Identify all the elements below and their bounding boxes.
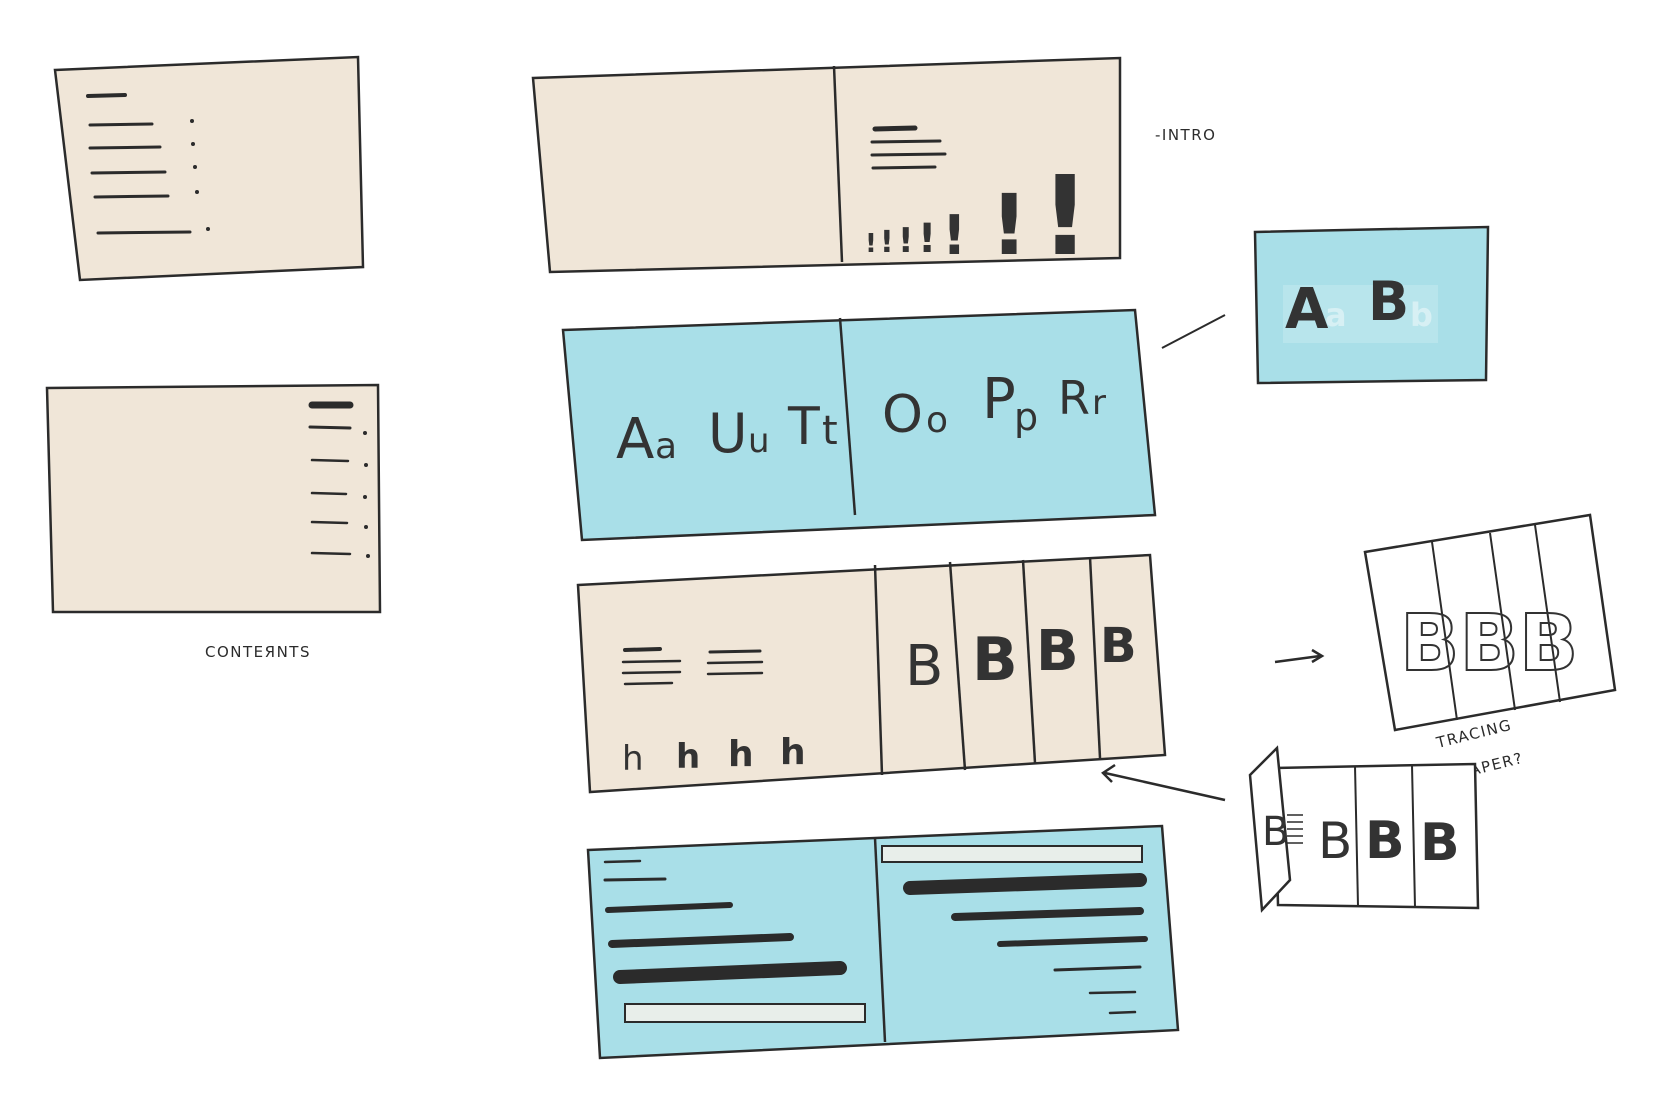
exclamation-5: ! <box>942 204 967 267</box>
arrow-to-weights <box>1101 763 1226 802</box>
bars-left-outline <box>624 1003 866 1023</box>
glyph-R: R <box>1058 371 1090 425</box>
exclamation-1: ! <box>865 229 877 259</box>
intro-spine <box>832 65 844 263</box>
folded-letter-4: B <box>1420 813 1460 873</box>
folded-letters: B B B B <box>1262 809 1460 873</box>
glyph-u: u <box>748 421 770 461</box>
glyph-A: A <box>616 407 654 472</box>
contents-page-left <box>53 55 365 282</box>
bars-left <box>603 859 847 984</box>
glyph-P: P <box>982 367 1016 432</box>
arrow-to-overlap <box>1274 648 1325 664</box>
folded-flap <box>1248 745 1292 913</box>
overlap-card: BBB <box>1363 513 1617 732</box>
exclamation-3: ! <box>898 221 914 261</box>
glyph-t: t <box>822 408 838 454</box>
folded-letter-3: B <box>1365 811 1405 871</box>
folded-card: B B B B <box>1248 745 1480 913</box>
ab-card: A a B b <box>1253 225 1490 385</box>
glyph-spread: A a U u T t O o P p R r <box>561 308 1157 542</box>
intro-exclamations: ! ! ! ! ! ! ! <box>865 152 1090 280</box>
glyph-T: T <box>787 397 820 457</box>
h-bold: h <box>728 734 754 775</box>
intro-label: -INTRO <box>1155 126 1216 144</box>
glyph-sample-right: O o P p R r <box>882 367 1106 445</box>
contents-list-right <box>308 401 354 556</box>
contents-label: CONTEЯNTS <box>205 643 311 661</box>
ab-letter-a: a <box>1325 296 1347 334</box>
b-column-2: B <box>972 625 1018 695</box>
folded-letter-1: B <box>1262 809 1289 855</box>
weights-b-columns: B B B B <box>905 618 1137 699</box>
folded-letter-2: B <box>1318 812 1352 870</box>
ab-letter-A: A <box>1285 277 1329 342</box>
weights-spread: h h h h B B B B <box>576 553 1167 794</box>
glyph-sample-left: A a U u T t <box>616 397 838 472</box>
contents-page-right <box>45 383 382 614</box>
glyph-spine <box>838 317 857 516</box>
exclamation-7: ! <box>1040 152 1090 280</box>
bars-right <box>903 873 1148 1015</box>
folded-columns <box>1354 764 1416 908</box>
glyph-r: r <box>1092 383 1106 423</box>
ab-letter-B: B <box>1368 270 1409 333</box>
contents-list-left <box>86 93 192 235</box>
folded-hatch <box>1287 814 1303 844</box>
h-regular: h <box>676 737 700 777</box>
glyph-a: a <box>655 426 677 467</box>
intro-text-lines <box>870 125 947 170</box>
glyph-o: o <box>926 400 948 441</box>
b-column-1: B <box>905 634 943 699</box>
weights-text-lines <box>621 647 764 686</box>
weights-columns <box>873 556 1102 776</box>
h-light: h <box>622 739 644 779</box>
contents-dots-right <box>363 431 370 558</box>
weights-h-marks: h h h h <box>622 732 806 779</box>
ab-letter-b: b <box>1410 296 1433 334</box>
glyph-p: p <box>1014 395 1038 439</box>
connector-ab <box>1161 314 1226 349</box>
b-column-4: B <box>1100 618 1137 674</box>
contents-dots-left <box>190 119 210 231</box>
ab-highlight <box>1283 285 1438 343</box>
overlap-columns <box>1431 524 1561 721</box>
glyph-O: O <box>882 385 923 445</box>
h-black: h <box>780 732 806 773</box>
exclamation-4: ! <box>918 216 936 262</box>
bars-spine <box>873 837 887 1043</box>
overlap-letters: BBB <box>1400 599 1578 689</box>
exclamation-6: ! <box>990 176 1028 274</box>
glyph-U: U <box>708 402 748 465</box>
bars-right-outline <box>881 845 1143 863</box>
bars-spread <box>586 824 1180 1060</box>
exclamation-2: ! <box>880 225 894 260</box>
b-column-3: B <box>1036 619 1079 684</box>
intro-spread: ! ! ! ! ! ! ! <box>531 56 1122 280</box>
